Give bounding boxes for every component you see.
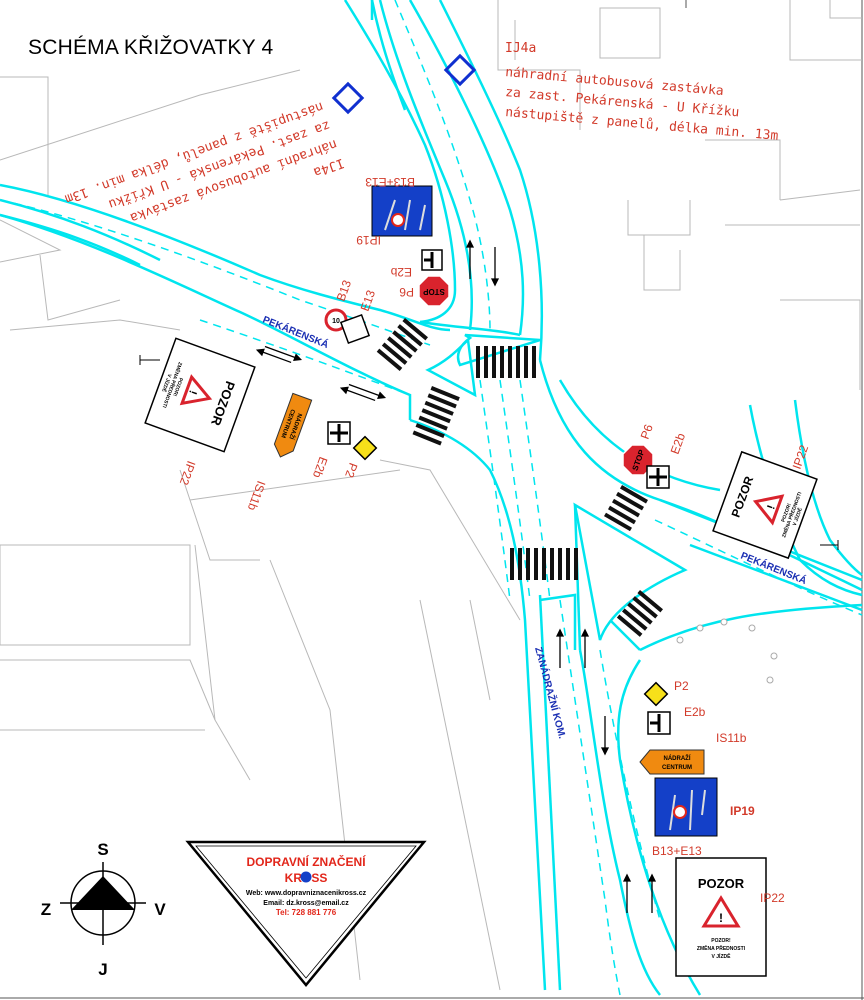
svg-text:ZMĚNA PŘEDNOSTI: ZMĚNA PŘEDNOSTI [697,944,746,952]
svg-text:E2b: E2b [390,265,412,279]
compass-south-label: J [98,960,107,979]
svg-text:CENTRUM: CENTRUM [662,765,692,771]
svg-text:NÁDRAŽÍ: NÁDRAŽÍ [664,754,691,762]
compass-north-label: S [97,840,108,859]
svg-text:E2b: E2b [668,431,689,456]
svg-text:P6: P6 [399,285,414,299]
e2b-sign-left: E2b [310,421,351,480]
ip22-code-left: IP22 [177,459,199,487]
ip19-sign-top: IP19 B13+E13 [356,175,433,247]
e2b-sign-bottom: E2b [647,705,706,735]
svg-text:Email: dz.kross@email.cz: Email: dz.kross@email.cz [263,900,349,907]
e2b-sign-top: E2b [390,249,443,279]
svg-text:POZOR: POZOR [698,876,745,891]
svg-text:10: 10 [332,318,340,325]
svg-text:B13+E13: B13+E13 [365,175,415,189]
svg-text:POZOR!: POZOR! [711,938,731,944]
note-ij4a-west: IJ4a náhradní autobusová zastávka za zas… [63,98,346,225]
e13-sign-left-top: E13 [339,288,379,345]
pedestrian-crossings [376,318,663,637]
svg-text:IP22: IP22 [760,891,785,905]
svg-text:!: ! [719,911,723,925]
svg-text:E13: E13 [358,288,379,313]
svg-text:P2: P2 [674,679,689,693]
road-label-zanadrazni: ZANÁDRAŽNÍ KOM. [532,645,569,740]
p2-sign-bottom: P2 [643,679,689,707]
svg-text:P6: P6 [638,422,656,441]
stop-sign-top: STOP P6 [399,275,450,307]
compass-rose: S J Z V [41,840,167,979]
svg-text:Tel: 728 881 776: Tel: 728 881 776 [276,908,337,917]
note-ij4a-north: IJ4a náhradní autobusová zastávka za zas… [505,41,779,144]
svg-text:STOP: STOP [423,287,445,296]
svg-text:Web: www.dopravniznacenikross.: Web: www.dopravniznacenikross.cz [246,890,367,897]
page-title: SCHÉMA KŘIŽOVATKY 4 [28,36,274,59]
bus-stop-marker-north [443,53,477,87]
ip22-sign-left: POZOR ! POZOR! ZMĚNA PŘEDNOSTI V JÍZDĚ [144,337,256,453]
lane-arrows [255,239,657,913]
svg-text:IP19: IP19 [730,804,755,818]
svg-text:IJ4a: IJ4a [505,41,536,56]
ip22-sign-right: POZOR ! POZOR! ZMĚNA PŘEDNOSTI V JÍZDĚ [712,450,818,560]
svg-text:E2b: E2b [310,455,331,480]
company-logo: DOPRAVNÍ ZNAČENÍ KROSS Web: www.dopravni… [185,840,427,987]
compass-east-label: V [154,900,166,919]
ip22-sign-bottom: POZOR ! POZOR! ZMĚNA PŘEDNOSTI V JÍZDĚ I… [675,857,785,977]
svg-text:!: ! [765,504,778,512]
stop-sign-right: STOP P6 [622,422,656,476]
svg-text:IS11b: IS11b [716,731,747,745]
svg-text:B13: B13 [334,278,355,303]
compass-west-label: Z [41,900,51,919]
bus-stop-marker-west [331,81,365,115]
svg-text:E2b: E2b [684,705,706,719]
svg-text:P2: P2 [342,461,360,480]
p2-sign-left: P2 [342,435,378,480]
svg-text:V JÍZDĚ: V JÍZDĚ [712,952,732,960]
svg-text:B13+E13: B13+E13 [652,844,702,858]
svg-text:DOPRAVNÍ ZNAČENÍ: DOPRAVNÍ ZNAČENÍ [246,854,366,869]
is11b-code-left: IS11b [245,479,269,513]
svg-text:IP19: IP19 [356,233,381,247]
e2b-sign-right: E2b [646,431,689,489]
is11b-sign-left: NÁDRAŽÍ CENTRUM [273,392,313,458]
svg-text:!: ! [186,388,199,396]
ip19-sign-bottom: IP19 B13+E13 [652,777,755,858]
pole-markers [676,618,778,684]
is11b-sign-bottom: NÁDRAŽÍ CENTRUM IS11b [639,731,747,775]
ip22-code-right: IP22 [790,443,812,471]
